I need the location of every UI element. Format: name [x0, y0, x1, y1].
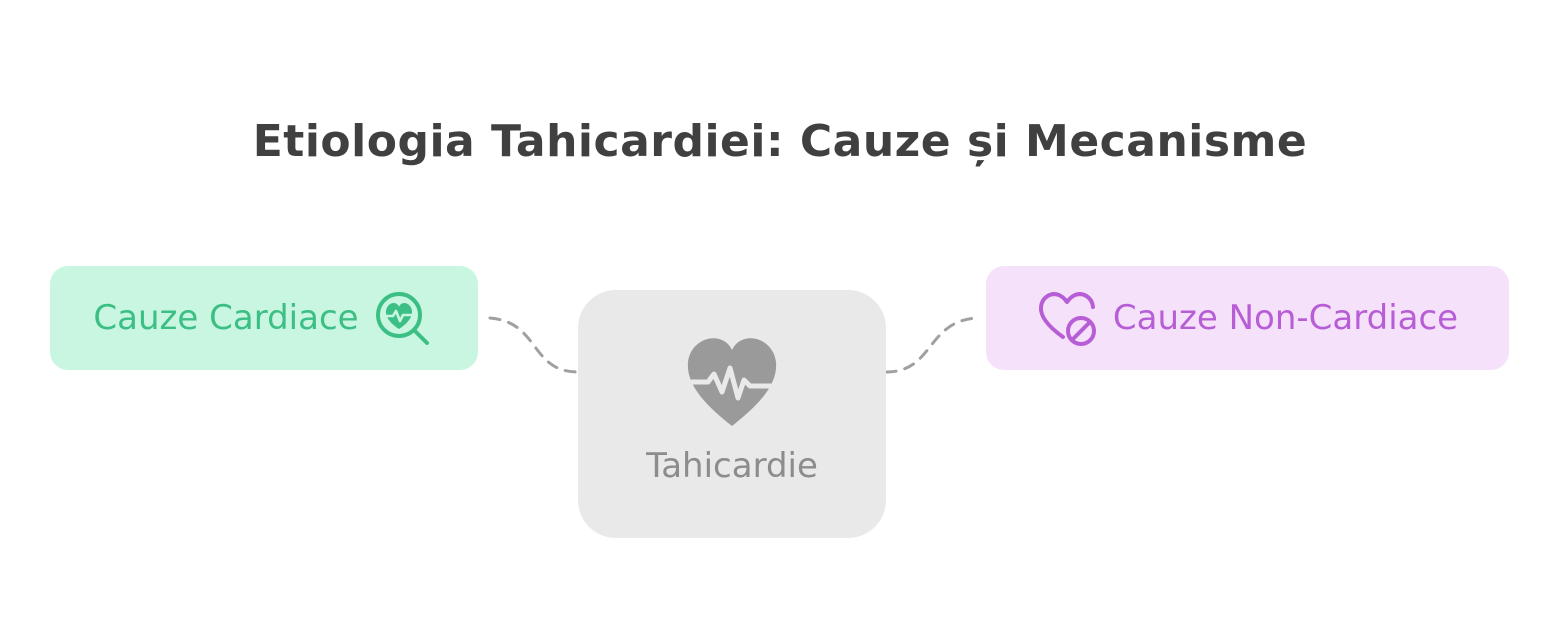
heart-pulse-icon	[684, 334, 780, 430]
diagram-title: Etiologia Tahicardiei: Cauze și Mecanism…	[252, 116, 1308, 167]
node-cauze-non-cardiace[interactable]: Cauze Non-Cardiace	[986, 266, 1509, 370]
node-tahicardie[interactable]: Tahicardie	[578, 290, 886, 538]
node-cauze-cardiace-label: Cauze Cardiace	[93, 298, 359, 338]
node-cauze-cardiace[interactable]: Cauze Cardiace	[50, 266, 478, 370]
heart-off-icon	[1037, 287, 1099, 349]
connector-right	[884, 316, 978, 374]
heart-search-icon	[373, 287, 435, 349]
node-cauze-non-cardiace-label: Cauze Non-Cardiace	[1112, 298, 1459, 338]
connector-left	[488, 316, 580, 374]
node-tahicardie-label: Tahicardie	[646, 446, 818, 486]
